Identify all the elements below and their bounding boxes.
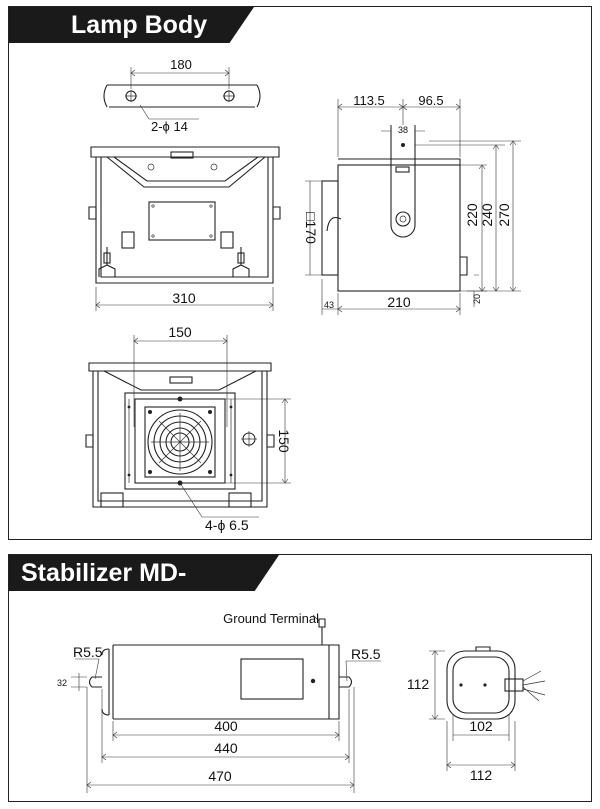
dim-height: 112 — [407, 676, 430, 692]
dim-bracket-width: 38 — [398, 125, 408, 135]
dim-radius-right: R5.5 — [351, 646, 381, 662]
dim-rear-hole-spec: 4-ϕ 6.5 — [205, 517, 249, 533]
dim-440: 440 — [214, 740, 238, 756]
dim-mount-spacing: 180 — [170, 57, 192, 72]
dim-radius-left: R5.5 — [73, 644, 103, 660]
side-view — [305, 99, 521, 315]
stabilizer-title: Stabilizer MD-400UHB — [9, 555, 279, 591]
dim-height-240: 240 — [479, 203, 495, 227]
dim-470: 470 — [208, 768, 232, 784]
dim-102: 102 — [469, 718, 493, 734]
dim-height-270: 270 — [496, 203, 512, 227]
mount-bracket — [103, 67, 261, 120]
ground-terminal-label: Ground Terminal — [223, 611, 319, 626]
dim-side-depth: 210 — [387, 294, 411, 310]
stabilizer-end-view — [429, 646, 546, 771]
dim-side-right: 96.5 — [418, 93, 443, 108]
dim-side-left: 113.5 — [353, 93, 385, 108]
lamp-body-title: Lamp Body — [9, 7, 254, 43]
stabilizer-panel: Stabilizer MD-400UHB Gro — [8, 554, 592, 802]
stabilizer-side-view — [71, 614, 381, 793]
dim-rear-holes-v: 150 — [276, 429, 292, 453]
dim-height-220: 220 — [464, 203, 480, 227]
dim-fan-square: □170 — [303, 212, 319, 244]
stabilizer-drawing: Ground Terminal R5.5 R5.5 32 400 440 470… — [57, 611, 546, 793]
dim-front-width: 310 — [172, 290, 196, 306]
lamp-body-panel: Lamp Body 180 2-ϕ 14 — [8, 6, 592, 540]
dim-mount-holes: 2-ϕ 14 — [151, 119, 188, 134]
dim-slot: 32 — [57, 678, 67, 688]
dim-rear-holes-h: 150 — [168, 324, 192, 340]
dim-112-width: 112 — [470, 767, 493, 783]
dim-400: 400 — [214, 718, 238, 734]
front-view — [88, 146, 281, 311]
dim-bottom-20: 20 — [472, 294, 482, 304]
lamp-body-drawing: 180 2-ϕ 14 310 — [85, 57, 521, 533]
dim-fan-depth: 43 — [324, 300, 334, 310]
rear-view — [85, 335, 291, 518]
